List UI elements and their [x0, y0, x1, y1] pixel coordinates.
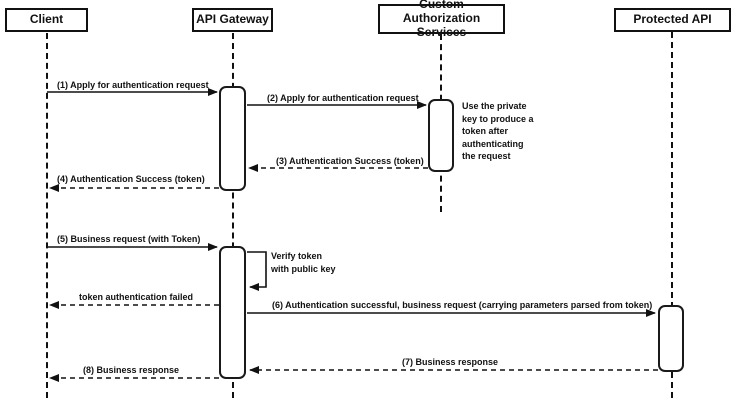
- actor-protected-api-label: Protected API: [633, 12, 712, 27]
- actor-api-gateway-label: API Gateway: [196, 12, 269, 27]
- msg-7-label: (7) Business response: [402, 357, 499, 367]
- arrow-self-message: [247, 251, 267, 291]
- activation-api-gateway-business: [219, 246, 246, 379]
- note-private-key: Use the private key to produce a token a…: [462, 101, 534, 162]
- msg-8-label: (8) Business response: [83, 365, 180, 375]
- activation-api-gateway-auth: [219, 86, 246, 191]
- lifeline-protected-api: [671, 32, 673, 398]
- activation-custom-auth-services: [428, 99, 454, 172]
- msg-6-label: (6) Authentication successful, business …: [272, 300, 653, 310]
- msg-5-label: (5) Business request (with Token): [57, 234, 201, 244]
- actor-protected-api: Protected API: [614, 8, 731, 32]
- activation-protected-api: [658, 305, 684, 372]
- msg-failed-label: token authentication failed: [79, 292, 194, 302]
- msg-1-label: (1) Apply for authentication request: [57, 80, 209, 90]
- actor-custom-auth-services: Custom Authorization Services: [378, 0, 505, 39]
- actor-client: Client: [5, 8, 88, 32]
- actor-api-gateway: API Gateway: [192, 8, 273, 32]
- actor-custom-auth-services-label: Custom Authorization Services: [402, 0, 481, 39]
- msg-3-label: (3) Authentication Success (token): [276, 156, 424, 166]
- msg-2-label: (2) Apply for authentication request: [267, 93, 419, 103]
- lifeline-api-gateway: [232, 33, 234, 398]
- lifeline-client: [46, 33, 48, 398]
- actor-client-label: Client: [29, 12, 64, 27]
- msg-4-label: (4) Authentication Success (token): [57, 174, 205, 184]
- self-message-label: Verify token with public key: [271, 251, 336, 274]
